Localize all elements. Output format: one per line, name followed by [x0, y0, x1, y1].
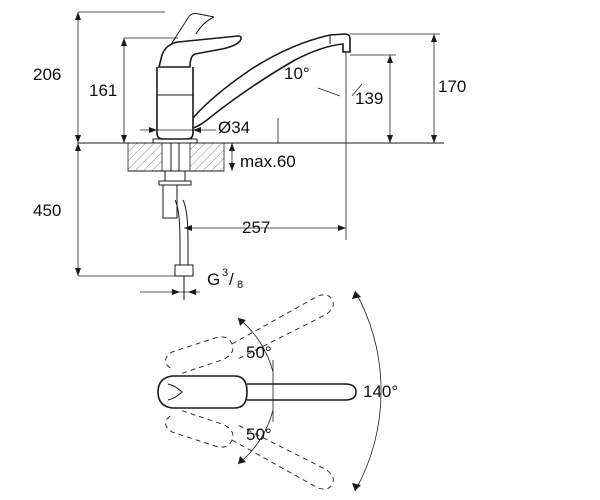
lever-rotated-lower	[165, 409, 234, 448]
arrow-161-top	[121, 38, 127, 46]
arrow-lower-arc	[238, 456, 246, 464]
lever-handle	[157, 35, 242, 68]
lever-cap-detail	[167, 383, 183, 401]
label-diameter-34: Ø34	[218, 118, 250, 137]
hose-2	[182, 199, 189, 265]
arrow-170-bottom	[431, 135, 437, 143]
lever-rotated-upper	[165, 336, 234, 375]
arrow-upper-arc	[238, 318, 246, 326]
lever-top-curve	[195, 16, 215, 35]
arrow-139-top	[387, 55, 393, 63]
spout-top-view	[247, 383, 357, 401]
countertop-section-left	[127, 142, 163, 172]
arrow-60-bottom	[229, 163, 235, 171]
label-connection-numerator: 3	[222, 267, 228, 279]
faucet-body	[156, 67, 194, 140]
label-206: 206	[33, 65, 61, 84]
arrow-257-right	[338, 225, 346, 231]
arrow-swivel-bottom	[352, 483, 361, 491]
lever-top-outline	[169, 13, 215, 47]
countertop-section-right	[189, 142, 225, 172]
shank-washer	[158, 180, 192, 186]
hose-1	[174, 199, 181, 265]
arrow-swivel-top	[352, 291, 361, 299]
top-view: 50° 50° 140°	[157, 290, 398, 492]
arrow-g38-right	[188, 289, 196, 295]
spout-rotated-lower	[231, 423, 334, 490]
shank-through	[170, 143, 180, 171]
spout-rotated-upper	[231, 294, 334, 361]
hose-fitting	[174, 264, 194, 277]
arrow-34-left	[149, 127, 157, 133]
side-view: 206 161 170 139 10° Ø34 max.60 450 257 G…	[33, 11, 466, 300]
arrow-450-top	[75, 143, 81, 151]
arrow-34-right	[193, 127, 201, 133]
arrow-g38-left	[172, 289, 180, 295]
arrow-60-top	[229, 143, 235, 151]
arrow-206-top	[75, 12, 81, 20]
arrow-139-bottom	[387, 135, 393, 143]
arrow-170-top	[431, 34, 437, 42]
label-170: 170	[438, 77, 466, 96]
label-10-degrees: 10°	[284, 64, 310, 83]
label-connection-slash: /	[229, 270, 234, 289]
shank-body	[162, 185, 178, 219]
body-base	[152, 138, 198, 144]
label-angle-lower: 50°	[246, 425, 272, 444]
arrow-206-bottom	[75, 135, 81, 143]
arrow-257-left	[184, 225, 192, 231]
label-161: 161	[89, 81, 117, 100]
label-max-60: max.60	[240, 152, 296, 171]
arrow-450-bottom	[75, 268, 81, 276]
angle-10-line	[317, 87, 341, 97]
lever-top-view	[157, 375, 248, 409]
label-139: 139	[355, 89, 383, 108]
arrow-161-bottom	[121, 135, 127, 143]
label-connection-denominator: 8	[237, 279, 243, 291]
label-257: 257	[242, 218, 270, 237]
label-450: 450	[33, 201, 61, 220]
angle-139-leader	[351, 83, 363, 97]
label-connection-g: G	[207, 270, 220, 289]
label-angle-upper: 50°	[246, 343, 272, 362]
spout	[192, 33, 351, 129]
shank-nut	[164, 171, 186, 182]
label-angle-swivel: 140°	[363, 382, 398, 401]
swivel-arc-140	[354, 290, 382, 492]
